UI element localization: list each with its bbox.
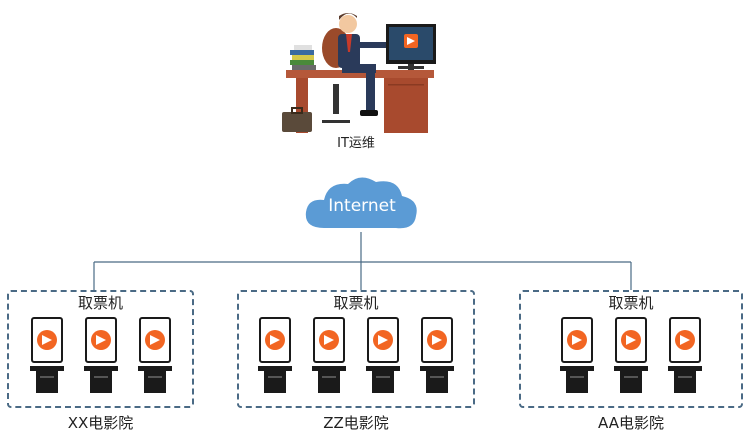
cinema-name-xx: XX电影院	[67, 414, 134, 432]
ticket-kiosk-icon	[366, 317, 400, 393]
kiosk-group-aa	[519, 290, 743, 408]
cinema-name-aa: AA电影院	[598, 414, 664, 432]
ticket-kiosk-icon	[668, 317, 702, 393]
it-admin-label: IT运维	[337, 136, 375, 151]
ticket-kiosk-icon	[29, 317, 64, 393]
kiosk-group-zz	[237, 290, 475, 408]
ticket-kiosk-icon	[560, 317, 594, 393]
cinema-name-zz: ZZ电影院	[323, 414, 389, 432]
it-admin-illustration	[282, 13, 436, 133]
ticket-kiosk-icon	[614, 317, 648, 393]
group-title-zz: 取票机	[333, 294, 379, 312]
group-title-xx: 取票机	[77, 294, 123, 312]
ticket-kiosk-icon	[312, 317, 346, 393]
ticket-kiosk-icon	[420, 317, 454, 393]
kiosk-group-xx	[7, 290, 194, 408]
group-title-aa: 取票机	[608, 294, 654, 312]
internet-label: Internet	[328, 196, 396, 216]
ticket-kiosk-icon	[137, 317, 172, 393]
ticket-kiosk-icon	[83, 317, 118, 393]
ticket-kiosk-icon	[258, 317, 292, 393]
internet-cloud: Internet	[305, 177, 417, 229]
